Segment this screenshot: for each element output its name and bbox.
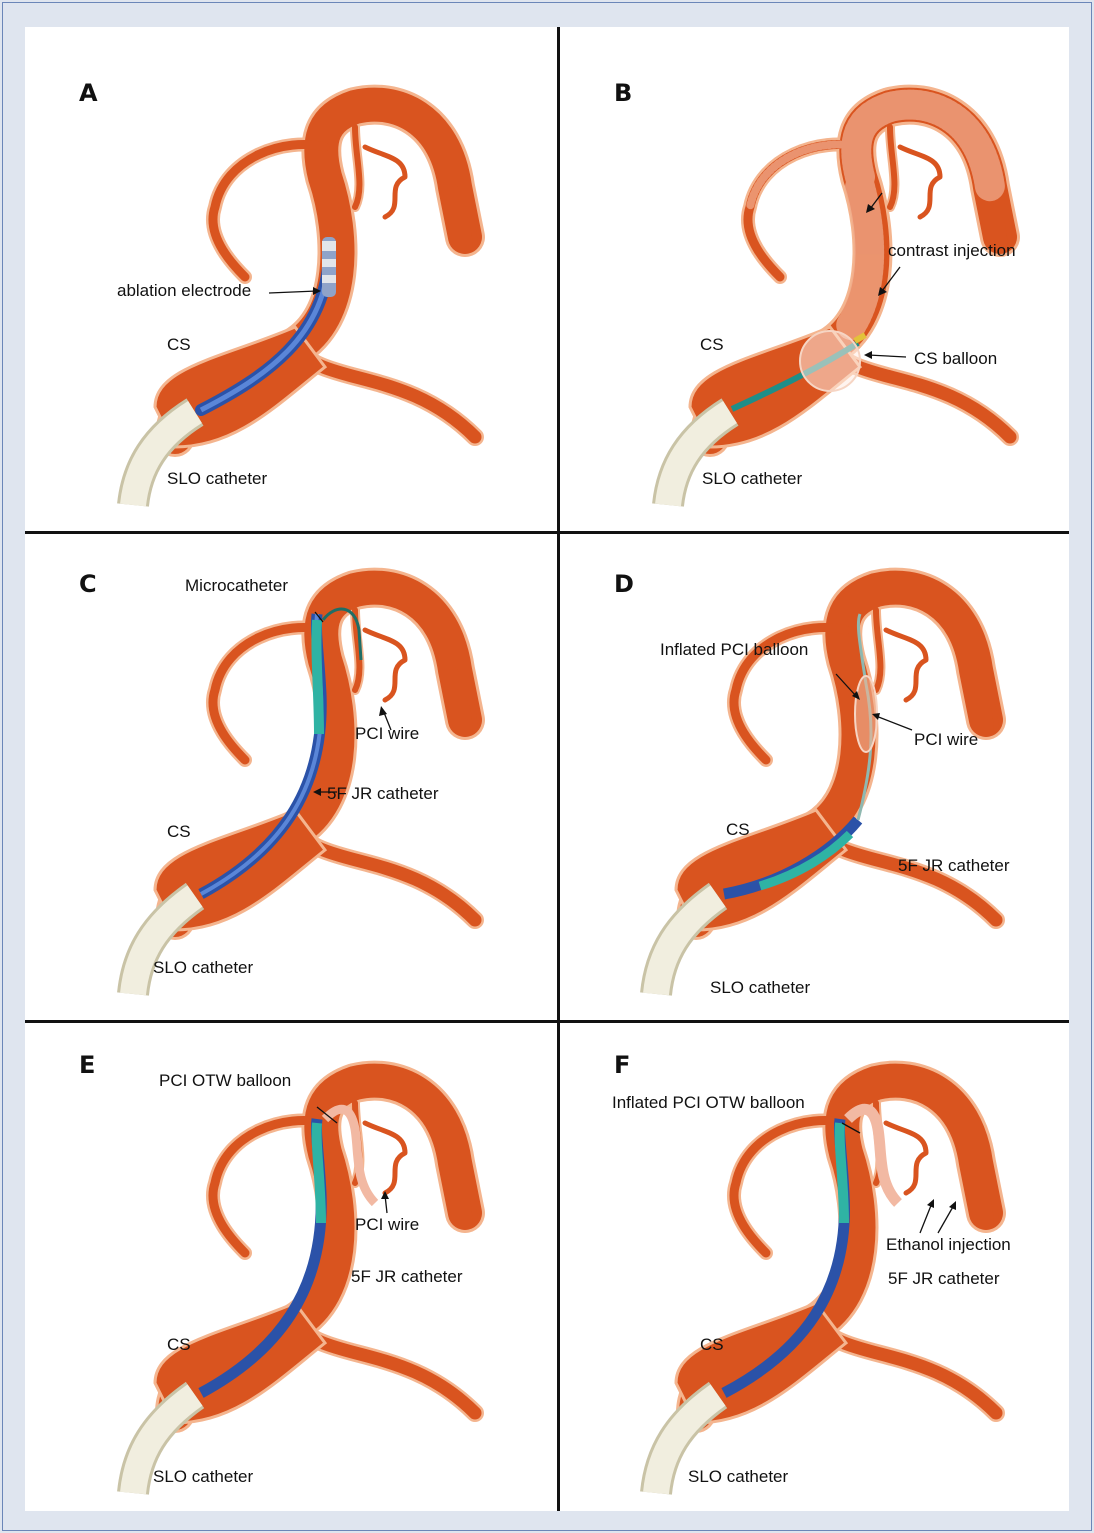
pci-wire-label: PCI wire bbox=[914, 730, 978, 750]
panel-a: A ablation electrode CS SLO catheter bbox=[25, 27, 557, 531]
panel-letter: B bbox=[614, 79, 632, 107]
cs-label: CS bbox=[700, 1335, 724, 1355]
cs-balloon bbox=[800, 331, 860, 391]
cs-label: CS bbox=[167, 822, 191, 842]
slo-catheter-label: SLO catheter bbox=[688, 1467, 788, 1487]
microcatheter bbox=[316, 620, 319, 734]
electrode-arrow bbox=[269, 291, 317, 293]
slo-catheter-label: SLO catheter bbox=[153, 958, 253, 978]
slo-catheter-label: SLO catheter bbox=[167, 469, 267, 489]
panel-letter: C bbox=[79, 570, 97, 598]
cs-label: CS bbox=[726, 820, 750, 840]
figure-canvas: A ablation electrode CS SLO catheter bbox=[25, 27, 1069, 1511]
microcatheter-label: Microcatheter bbox=[185, 576, 288, 596]
contrast-injection-label: contrast injection bbox=[888, 241, 1016, 261]
ablation-electrode-label: ablation electrode bbox=[117, 281, 251, 301]
cs-label: CS bbox=[167, 335, 191, 355]
sheath bbox=[133, 896, 195, 994]
cs-balloon-label: CS balloon bbox=[914, 349, 997, 369]
panel-c: C Microcatheter PCI wire 5F JR catheter … bbox=[25, 534, 557, 1020]
inflated-otw-balloon-label: Inflated PCI OTW balloon bbox=[612, 1093, 805, 1113]
jr-catheter-label: 5F JR catheter bbox=[888, 1269, 1000, 1289]
sheath bbox=[133, 412, 195, 505]
panel-b: B contrast injection CS balloon CS SLO c… bbox=[560, 27, 1069, 531]
inflated-pci-balloon-label: Inflated PCI balloon bbox=[660, 640, 808, 660]
panel-f: F Inflated PCI OTW balloon Ethanol injec… bbox=[560, 1023, 1069, 1511]
panel-b-drawing bbox=[560, 27, 1069, 531]
pci-wire-label: PCI wire bbox=[355, 1215, 419, 1235]
panel-e: E PCI OTW balloon PCI wire 5F JR cathete… bbox=[25, 1023, 557, 1511]
panel-letter: D bbox=[614, 570, 634, 598]
panel-letter: F bbox=[614, 1051, 630, 1079]
ethanol-injection-label: Ethanol injection bbox=[886, 1235, 1011, 1255]
otw-balloon-label: PCI OTW balloon bbox=[159, 1071, 291, 1091]
pci-wire-label: PCI wire bbox=[355, 724, 419, 744]
slo-catheter-label: SLO catheter bbox=[153, 1467, 253, 1487]
panel-e-drawing bbox=[25, 1023, 557, 1511]
cs-label: CS bbox=[167, 1335, 191, 1355]
slo-catheter-label: SLO catheter bbox=[710, 978, 810, 998]
panel-d-drawing bbox=[560, 534, 1069, 1020]
panel-letter: A bbox=[79, 79, 98, 107]
sheath bbox=[656, 896, 718, 994]
sheath bbox=[668, 412, 730, 505]
slo-catheter-label: SLO catheter bbox=[702, 469, 802, 489]
jr-catheter-label: 5F JR catheter bbox=[351, 1267, 463, 1287]
panel-d: D Inflated PCI balloon PCI wire CS 5F JR… bbox=[560, 534, 1069, 1020]
panel-c-drawing bbox=[25, 534, 557, 1020]
panel-letter: E bbox=[79, 1051, 95, 1079]
cs-label: CS bbox=[700, 335, 724, 355]
panel-a-drawing bbox=[25, 27, 557, 531]
jr-catheter-label: 5F JR catheter bbox=[327, 784, 439, 804]
jr-catheter-label: 5F JR catheter bbox=[898, 856, 1010, 876]
